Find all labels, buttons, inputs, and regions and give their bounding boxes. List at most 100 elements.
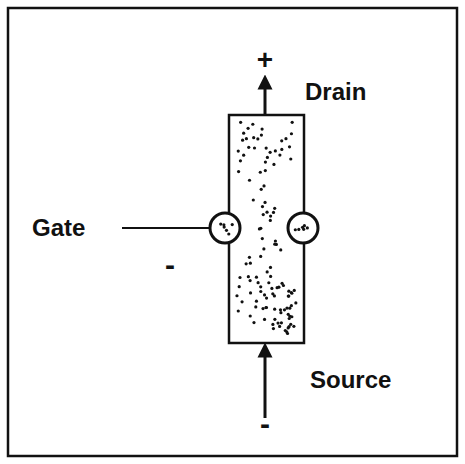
carrier-dot bbox=[241, 139, 244, 142]
carrier-dot bbox=[248, 256, 251, 259]
carrier-dot bbox=[237, 149, 240, 152]
carrier-dot bbox=[231, 223, 234, 226]
carrier-dot bbox=[263, 293, 266, 296]
polarity-sign: + bbox=[257, 46, 273, 74]
carrier-dot bbox=[267, 281, 270, 284]
carrier-dot bbox=[259, 171, 262, 174]
carrier-dot bbox=[274, 149, 277, 152]
carrier-dot bbox=[297, 228, 300, 231]
carrier-dot bbox=[274, 239, 277, 242]
carrier-dot bbox=[290, 315, 293, 318]
carrier-dot bbox=[264, 306, 267, 309]
source-lead bbox=[264, 350, 267, 418]
carrier-dot bbox=[278, 325, 281, 328]
carrier-dot bbox=[262, 184, 265, 187]
carrier-dot bbox=[254, 305, 257, 308]
carrier-dot bbox=[289, 157, 292, 160]
carrier-dot bbox=[288, 317, 291, 320]
carrier-dot bbox=[273, 308, 276, 311]
carrier-dot bbox=[242, 132, 245, 135]
carrier-dot bbox=[235, 294, 238, 297]
carrier-dot bbox=[260, 188, 263, 191]
carrier-dot bbox=[279, 311, 282, 314]
carrier-dot bbox=[247, 146, 250, 149]
carrier-dot bbox=[256, 137, 259, 140]
gate-lead bbox=[122, 227, 210, 229]
carrier-dot bbox=[294, 301, 297, 304]
carrier-dot bbox=[240, 300, 243, 303]
carrier-dot bbox=[269, 275, 272, 278]
carrier-dot bbox=[238, 285, 241, 288]
carrier-dot bbox=[238, 276, 241, 279]
carrier-dot bbox=[271, 323, 274, 326]
carrier-dot bbox=[287, 294, 290, 297]
carrier-dot bbox=[249, 314, 252, 317]
carrier-dot bbox=[264, 169, 267, 172]
carrier-dot bbox=[265, 211, 268, 214]
carrier-dot bbox=[294, 228, 297, 231]
carrier-dot bbox=[247, 275, 250, 278]
carrier-dot bbox=[279, 248, 282, 251]
carrier-dot bbox=[290, 132, 293, 135]
carrier-dot bbox=[263, 201, 266, 204]
carrier-dot bbox=[252, 198, 255, 201]
carrier-dot bbox=[280, 139, 283, 142]
carrier-dot bbox=[272, 327, 275, 330]
carrier-dot bbox=[287, 313, 290, 316]
carrier-dot bbox=[290, 292, 293, 295]
carrier-dot bbox=[290, 291, 293, 294]
carrier-dot bbox=[255, 300, 258, 303]
carrier-dot bbox=[278, 153, 281, 156]
carrier-dot bbox=[269, 219, 272, 222]
carrier-dot bbox=[280, 282, 283, 285]
carrier-dot bbox=[280, 148, 283, 151]
carrier-dot bbox=[293, 289, 296, 292]
carrier-dot bbox=[248, 179, 251, 182]
carrier-dot bbox=[251, 123, 254, 126]
carrier-dot bbox=[291, 121, 294, 124]
carrier-dot bbox=[249, 291, 252, 294]
carrier-dot bbox=[272, 211, 275, 214]
carrier-dot bbox=[285, 330, 288, 333]
carrier-dot bbox=[258, 227, 261, 230]
carrier-dot bbox=[279, 308, 282, 311]
carrier-dot bbox=[237, 170, 240, 173]
carrier-dot bbox=[261, 237, 264, 240]
carrier-dot bbox=[265, 297, 268, 300]
terminal-name: Drain bbox=[305, 80, 366, 104]
carrier-dot bbox=[285, 306, 288, 309]
carrier-dot bbox=[292, 325, 295, 328]
carrier-dot bbox=[245, 262, 248, 265]
carrier-dot bbox=[252, 321, 255, 324]
carrier-dot bbox=[276, 321, 279, 324]
carrier-dot bbox=[266, 156, 269, 159]
carrier-dot bbox=[260, 128, 263, 131]
carrier-dot bbox=[261, 205, 264, 208]
drain-lead bbox=[264, 82, 267, 115]
carrier-dot bbox=[257, 281, 260, 284]
carrier-dot bbox=[249, 262, 252, 265]
polarity-sign: - bbox=[165, 250, 175, 280]
carrier-dot bbox=[280, 321, 283, 324]
carrier-dot bbox=[273, 207, 276, 210]
carrier-dot bbox=[270, 287, 273, 290]
carrier-dot bbox=[272, 163, 275, 166]
carrier-dot bbox=[288, 145, 291, 148]
carrier-dot bbox=[269, 214, 272, 217]
carrier-dot bbox=[269, 151, 272, 154]
carrier-dot bbox=[273, 318, 276, 321]
carrier-dot bbox=[277, 286, 280, 289]
carrier-dot bbox=[259, 285, 262, 288]
carrier-dot bbox=[265, 146, 268, 149]
carrier-dot bbox=[260, 133, 263, 136]
carrier-dot bbox=[302, 228, 305, 231]
carrier-dot bbox=[287, 294, 290, 297]
carrier-dot bbox=[259, 290, 262, 293]
carrier-dot bbox=[237, 309, 240, 312]
carrier-dot bbox=[219, 222, 222, 225]
carrier-dot bbox=[262, 213, 265, 216]
carrier-dot bbox=[249, 279, 252, 282]
carrier-dot bbox=[255, 276, 258, 279]
carrier-dot bbox=[266, 270, 269, 273]
terminal-name: Source bbox=[310, 368, 391, 392]
